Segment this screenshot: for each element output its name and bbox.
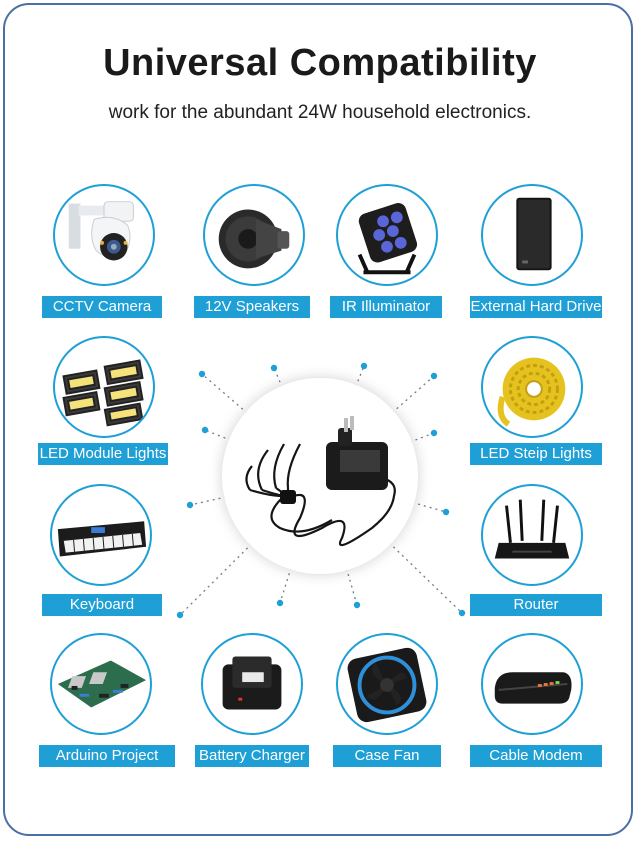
- device-label: Keyboard: [42, 594, 162, 616]
- cctv-camera-icon: [68, 201, 134, 261]
- page-subtitle: work for the abundant 24W household elec…: [108, 102, 532, 123]
- device-label: Arduino Project: [39, 745, 175, 767]
- device-label: Router: [470, 594, 602, 616]
- device-label: Case Fan: [333, 745, 441, 767]
- cable-modem-icon: [494, 672, 572, 704]
- speaker-icon: [218, 209, 290, 269]
- keyboard-icon: [57, 521, 147, 557]
- power-adapter-splitter-icon: [245, 416, 396, 547]
- device-label: LED Steip Lights: [470, 443, 602, 465]
- device-label: 12V Speakers: [194, 296, 310, 318]
- battery-charger-icon: [222, 656, 282, 710]
- case-fan-icon: [347, 647, 427, 723]
- led-module-icon: [62, 359, 144, 427]
- hard-drive-icon: [516, 197, 552, 271]
- device-label: IR Illuminator: [330, 296, 442, 318]
- device-label: LED Module Lights: [38, 443, 168, 465]
- device-label: External Hard Drive: [470, 296, 602, 318]
- device-label: Cable Modem: [470, 745, 602, 767]
- ir-illuminator-icon: [357, 202, 418, 275]
- page-title: Universal Compatibility: [103, 42, 537, 84]
- router-icon: [494, 499, 570, 559]
- led-strip-icon: [497, 357, 566, 427]
- device-label: Battery Charger: [195, 745, 309, 767]
- center-product: [222, 378, 418, 574]
- arduino-board-icon: [57, 660, 147, 708]
- device-label: CCTV Camera: [42, 296, 162, 318]
